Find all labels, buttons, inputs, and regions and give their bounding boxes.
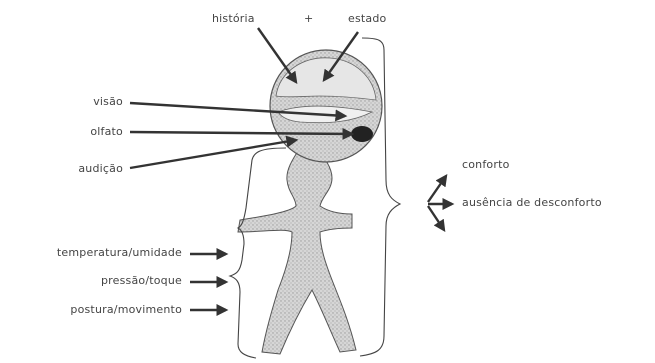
- label-estado: estado: [348, 12, 386, 25]
- label-olfato: olfato: [90, 125, 123, 138]
- arrow-historia: [258, 28, 296, 82]
- arrow-out-down: [428, 206, 444, 230]
- nose-shape: [351, 126, 373, 142]
- human-figure-body: [238, 148, 356, 354]
- label-conforto: conforto: [462, 158, 510, 171]
- label-audicao: audição: [78, 162, 123, 175]
- label-temperatura: temperatura/umidade: [57, 246, 182, 259]
- label-historia: história: [212, 12, 255, 25]
- label-ausencia: ausência de desconforto: [462, 196, 602, 209]
- label-visao: visão: [93, 95, 123, 108]
- label-postura: postura/movimento: [70, 303, 182, 316]
- label-plus: +: [304, 12, 313, 25]
- label-pressao: pressão/toque: [101, 274, 182, 287]
- arrow-out-up: [428, 176, 446, 202]
- arrow-audicao: [130, 140, 296, 168]
